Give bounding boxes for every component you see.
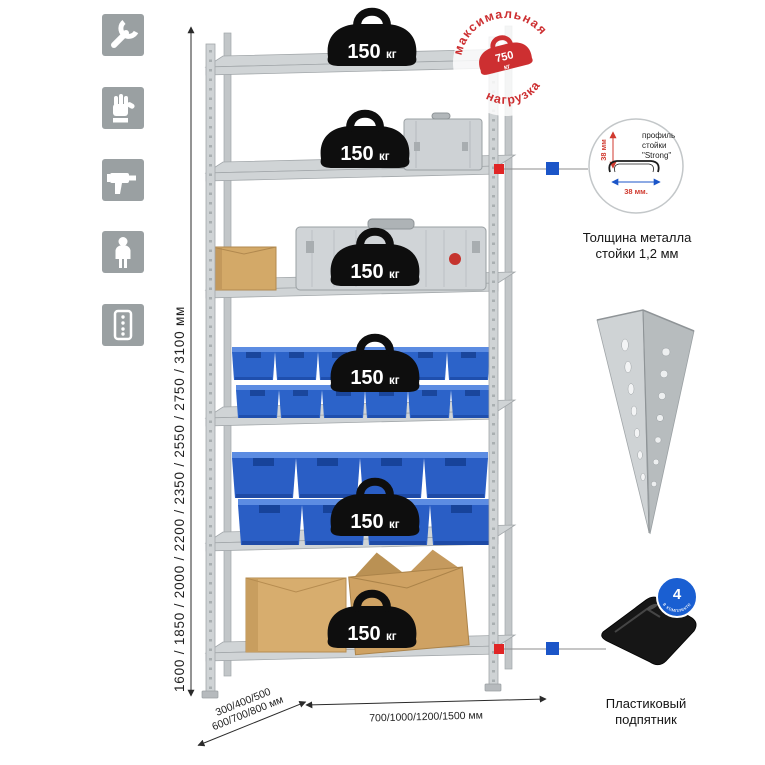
load-unit: кг bbox=[386, 631, 397, 643]
stamp-weight-value: 750 bbox=[494, 49, 515, 65]
shelf-load-badge: 150 кг bbox=[331, 482, 420, 536]
shelf-load-badge: 150 кг bbox=[331, 338, 420, 392]
blue-marker-square bbox=[546, 162, 559, 175]
height-dimension: 1600 / 1850 / 2000 / 2200 / 2350 / 2550 … bbox=[172, 26, 195, 697]
height-dimension-label: 1600 / 1850 / 2000 / 2200 / 2350 / 2550 … bbox=[172, 306, 187, 692]
shelf-load-badge: 150 кг bbox=[328, 594, 417, 648]
plastic-foot-callout: 4 в комплекте Пластиковый подпятник bbox=[601, 576, 698, 727]
profile-label-1: профиль bbox=[642, 131, 675, 140]
foot-connector bbox=[494, 642, 606, 655]
wrench-icon bbox=[102, 14, 144, 56]
profile-label-3: "Strong" bbox=[642, 151, 671, 160]
foot-caption-1: Пластиковый bbox=[606, 696, 686, 711]
profile-dim-vertical: 38 мм bbox=[599, 139, 608, 161]
load-value: 150 bbox=[347, 623, 380, 645]
load-unit: кг bbox=[389, 519, 400, 531]
profile-connector bbox=[494, 162, 588, 175]
shelf-load-badge: 150 кг bbox=[321, 114, 410, 168]
aluminium-case-small bbox=[403, 112, 483, 171]
foot-caption-2: подпятник bbox=[615, 712, 677, 727]
load-unit: кг bbox=[379, 151, 390, 163]
load-value: 150 bbox=[347, 41, 380, 63]
load-unit: кг bbox=[389, 375, 400, 387]
load-value: 150 bbox=[350, 261, 383, 283]
stamp-weight-unit: кг bbox=[503, 63, 511, 71]
load-unit: кг bbox=[389, 269, 400, 281]
red-marker-square bbox=[494, 164, 504, 174]
cardboard-box-small bbox=[211, 246, 277, 291]
max-load-stamp: максимальная нагрузка 750 кг bbox=[443, 0, 559, 116]
profile-label-2: стойки bbox=[642, 141, 666, 150]
load-value: 150 bbox=[340, 143, 373, 165]
gloves-icon bbox=[102, 87, 144, 129]
red-marker-square bbox=[494, 644, 504, 654]
profile-cross-section bbox=[608, 160, 660, 173]
person-icon bbox=[102, 231, 144, 273]
drill-icon bbox=[102, 159, 144, 201]
badge-count: 4 bbox=[673, 586, 682, 603]
load-unit: кг bbox=[386, 49, 397, 61]
load-value: 150 bbox=[350, 367, 383, 389]
included-count-badge: 4 в комплекте bbox=[656, 576, 698, 618]
load-value: 150 bbox=[350, 511, 383, 533]
depth-dimension: 300/400/500 600/700/800 мм bbox=[197, 686, 307, 747]
width-dimension-label: 700/1000/1200/1500 мм bbox=[369, 710, 483, 725]
angle-post-image bbox=[596, 309, 695, 535]
blue-marker-square bbox=[546, 642, 559, 655]
profile-caption-2: стойки 1,2 мм bbox=[596, 246, 679, 261]
profile-caption-1: Толщина металла bbox=[583, 230, 692, 245]
rack-post-icon bbox=[102, 304, 144, 346]
profile-callout: 38 мм 38 мм. профиль стойки "Strong" Тол… bbox=[583, 118, 692, 261]
shelf-load-badge: 150 кг bbox=[331, 232, 420, 286]
shelf-load-badge: 150 кг bbox=[328, 12, 417, 66]
feature-icon-list bbox=[102, 14, 144, 346]
profile-dim-horizontal: 38 мм. bbox=[624, 187, 648, 196]
width-dimension: 700/1000/1200/1500 мм bbox=[305, 695, 547, 725]
rack-illustration bbox=[201, 25, 517, 699]
